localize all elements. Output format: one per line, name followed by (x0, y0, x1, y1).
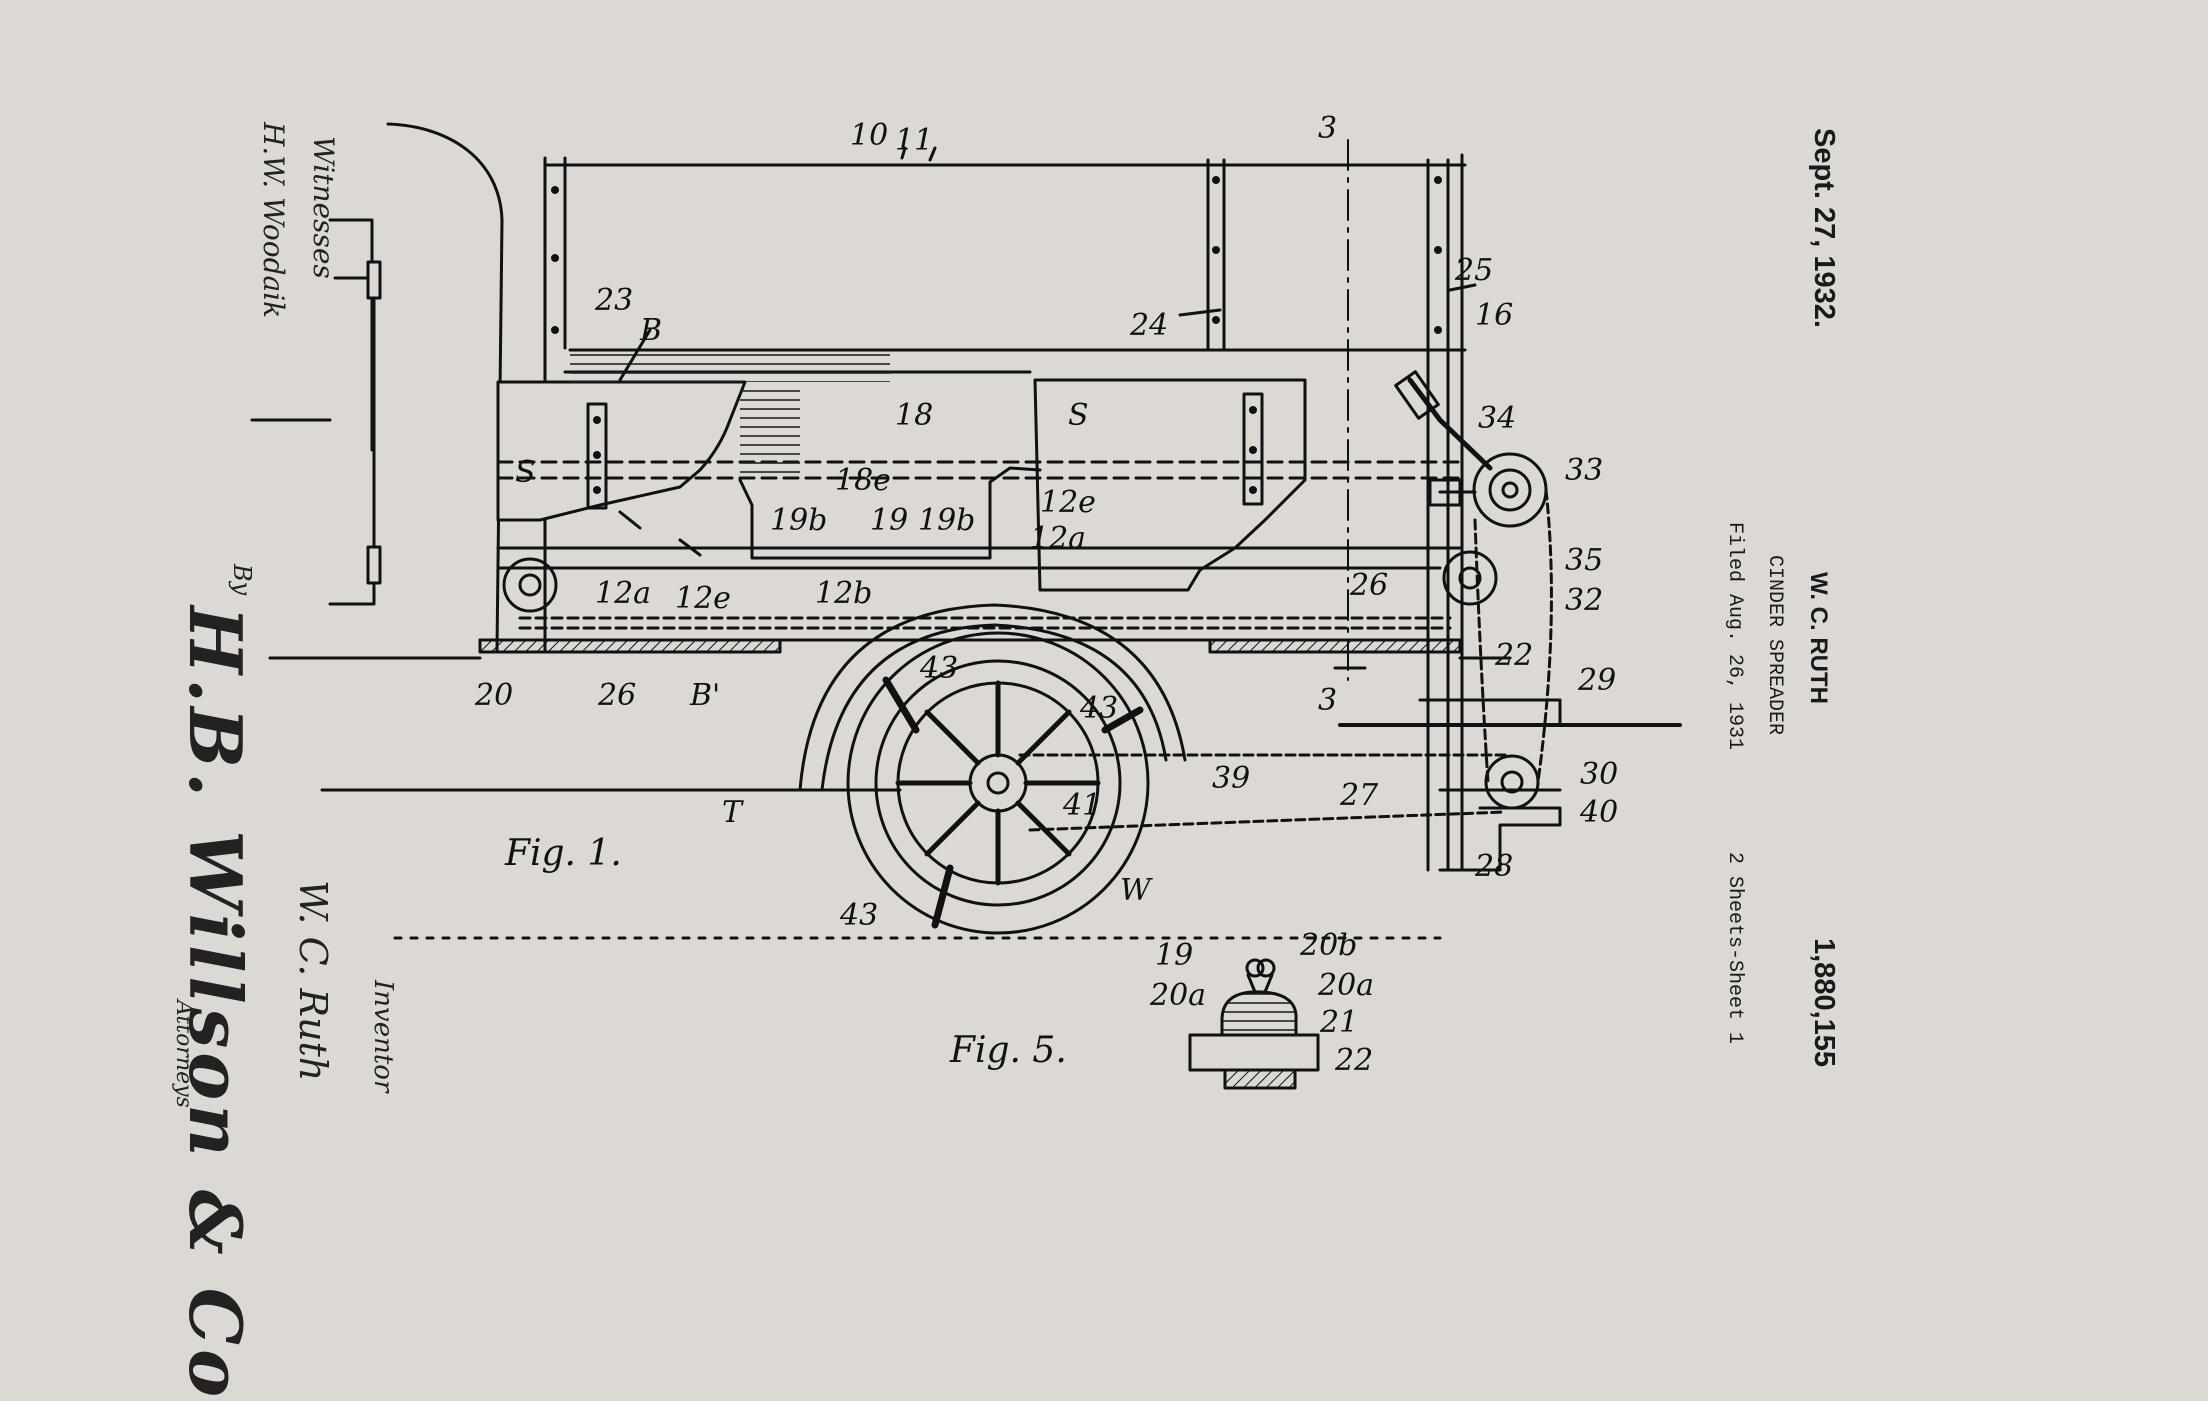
ref-label: 12b (815, 576, 872, 611)
ref-label: 28 (1474, 849, 1513, 884)
ref-label: 12e (1040, 485, 1096, 520)
ref-label: 12a (1030, 521, 1086, 556)
ref-label: 34 (1478, 401, 1516, 436)
ref-label: 22 (1334, 1043, 1373, 1078)
ref-label: 29 (1577, 663, 1616, 698)
ref-label: T (722, 795, 744, 830)
drive-chain (1018, 753, 1507, 832)
ref-label: 23 (594, 283, 633, 318)
patent-sheet: Sept. 27, 1932. 1,880,155 W. C. RUTH CIN… (171, 111, 1840, 1401)
ref-label: 12e (675, 581, 731, 616)
ref-label: 26 (597, 678, 636, 713)
witness-bracket-line (328, 218, 374, 274)
cab-outline (386, 122, 504, 652)
ref-label: S (1068, 398, 1089, 433)
ref-label: 19 (870, 503, 908, 538)
ref-label: B' (689, 678, 720, 713)
ref-label: 11 (895, 123, 933, 158)
patent-drawing: Fig. 1. Fig. 5. 10113251623B2418S3433S18… (250, 111, 1682, 1090)
ref-label: 33 (1565, 453, 1603, 488)
ref-label: 41 (1062, 788, 1101, 823)
fig5-rail (1188, 1033, 1320, 1072)
ref-label: 25 (1454, 253, 1493, 288)
ref-label: 43 (919, 651, 958, 686)
ref-label: 21 (1319, 1005, 1358, 1040)
ref-label: 19 (1155, 938, 1193, 973)
ref-label: 32 (1565, 583, 1603, 618)
ref-label: 3 (1318, 111, 1337, 146)
fender (798, 603, 1187, 792)
ref-label: 43 (1079, 691, 1118, 726)
ref-label: 20a (1149, 978, 1206, 1013)
ref-label: 16 (1475, 298, 1513, 333)
ref-label: S (515, 455, 536, 490)
ref-label: W (1120, 873, 1153, 908)
ref-label: 3 (1318, 683, 1337, 718)
ref-label: 26 (1349, 568, 1388, 603)
ref-label: 30 (1580, 757, 1618, 792)
ref-label: 20 (474, 678, 513, 713)
ref-label: 27 (1339, 778, 1379, 813)
ref-label: 18 (895, 398, 933, 433)
ref-label: 22 (1494, 638, 1533, 673)
fig5-caption: Fig. 5. (949, 1030, 1067, 1071)
ref-label: 10 (850, 118, 888, 153)
ref-label: 19b (918, 503, 975, 538)
ref-label: 43 (839, 898, 878, 933)
ref-label: 24 (1129, 308, 1168, 343)
hopper-box (543, 153, 1467, 872)
ref-label: 19b (770, 503, 827, 538)
sprocket-30 (1484, 754, 1540, 810)
ref-label: 20b (1299, 928, 1357, 963)
wheel (846, 631, 1150, 935)
ref-label: 12a (595, 576, 651, 611)
ref-label: 39 (1212, 761, 1250, 796)
ref-label: 35 (1565, 543, 1603, 578)
ref-label: B (639, 313, 662, 348)
fig1-caption: Fig. 1. (504, 833, 622, 874)
ref-label: 40 (1579, 795, 1618, 830)
ref-label: 18e (835, 463, 891, 498)
ref-label: 20a (1317, 968, 1374, 1003)
